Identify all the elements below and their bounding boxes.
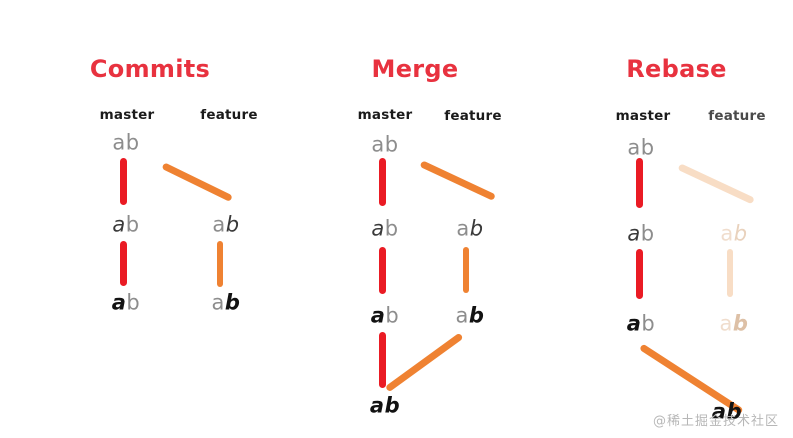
edge-branch-off-ghost	[677, 163, 755, 205]
commit-node: ab	[370, 303, 400, 328]
commit-node: ab	[456, 216, 484, 241]
edge-master-3	[379, 332, 386, 388]
edge-branch-off	[161, 162, 233, 202]
commit-char: b	[469, 216, 484, 241]
commit-char: b	[385, 303, 400, 328]
edge-master-2	[379, 247, 386, 294]
panel-title-rebase: Rebase	[626, 55, 727, 83]
commit-char: b	[468, 303, 485, 328]
commit-char: a	[369, 393, 385, 418]
edge-master-2	[120, 241, 127, 286]
commit-char: b	[640, 135, 655, 160]
commit-char: a	[711, 399, 727, 424]
edge-feature-1	[217, 241, 223, 287]
commit-char: b	[384, 393, 401, 418]
commit-char: b	[733, 221, 748, 246]
commit-char: a	[456, 216, 470, 241]
watermark: @稀土掘金技术社区	[652, 414, 779, 429]
branch-label-master: master	[357, 107, 413, 123]
commit-char: b	[125, 130, 140, 155]
commit-node: ab	[371, 216, 399, 241]
commit-char: b	[126, 290, 141, 315]
commit-char: a	[370, 303, 386, 328]
commit-char: a	[212, 212, 226, 237]
commit-char: a	[111, 290, 127, 315]
commit-char: a	[371, 216, 385, 241]
edge-feature-ghost-1	[727, 249, 733, 297]
commit-char: b	[640, 221, 655, 246]
panel-rebase: Rebase master feature ab ab ab ab ab ab	[560, 0, 793, 438]
commit-node: ab	[371, 132, 399, 157]
commit-char: a	[371, 132, 385, 157]
commit-node: ab	[627, 135, 655, 160]
commit-char: a	[720, 221, 734, 246]
edge-merge-in	[384, 332, 464, 393]
commit-node-ghost: ab	[720, 221, 748, 246]
branch-label-feature: feature	[708, 108, 766, 124]
edge-master-1	[636, 158, 643, 208]
commit-char: b	[732, 311, 749, 336]
commit-char: b	[641, 311, 656, 336]
panel-merge: Merge master feature ab ab ab ab ab ab	[280, 0, 550, 438]
commit-char: a	[455, 303, 469, 328]
commit-node: ab	[711, 399, 743, 424]
edge-branch-off	[419, 160, 496, 201]
commit-char: a	[112, 212, 126, 237]
branch-label-feature: feature	[200, 107, 258, 123]
commit-char: a	[211, 290, 225, 315]
commit-node: ab	[626, 311, 656, 336]
commit-char: a	[627, 221, 641, 246]
edge-master-1	[120, 158, 127, 205]
commit-node: ab	[111, 290, 141, 315]
commit-node: ab	[112, 212, 140, 237]
commit-char: a	[626, 311, 642, 336]
commit-node: ab	[627, 221, 655, 246]
edge-feature-1	[463, 247, 469, 293]
commit-char: a	[719, 311, 733, 336]
panel-commits: Commits master feature ab ab ab ab ab	[0, 0, 300, 438]
commit-char: b	[125, 212, 140, 237]
commit-char: b	[384, 132, 399, 157]
commit-char: a	[627, 135, 641, 160]
commit-char: b	[726, 399, 743, 424]
commit-node: ab	[212, 212, 240, 237]
commit-node: ab	[369, 393, 401, 418]
commit-char: b	[384, 216, 399, 241]
commit-node: ab	[211, 290, 241, 315]
commit-node: ab	[455, 303, 485, 328]
edge-master-2	[636, 249, 643, 299]
panel-title-commits: Commits	[89, 55, 211, 83]
commit-char: b	[224, 290, 241, 315]
branch-label-master: master	[615, 108, 671, 124]
panel-title-merge: Merge	[371, 55, 459, 83]
branch-label-feature: feature	[444, 108, 502, 124]
commit-node: ab	[112, 130, 140, 155]
commit-char: a	[112, 130, 126, 155]
edge-master-1	[379, 158, 386, 206]
commit-char: b	[225, 212, 240, 237]
branch-label-master: master	[99, 107, 155, 123]
commit-node-ghost: ab	[719, 311, 749, 336]
